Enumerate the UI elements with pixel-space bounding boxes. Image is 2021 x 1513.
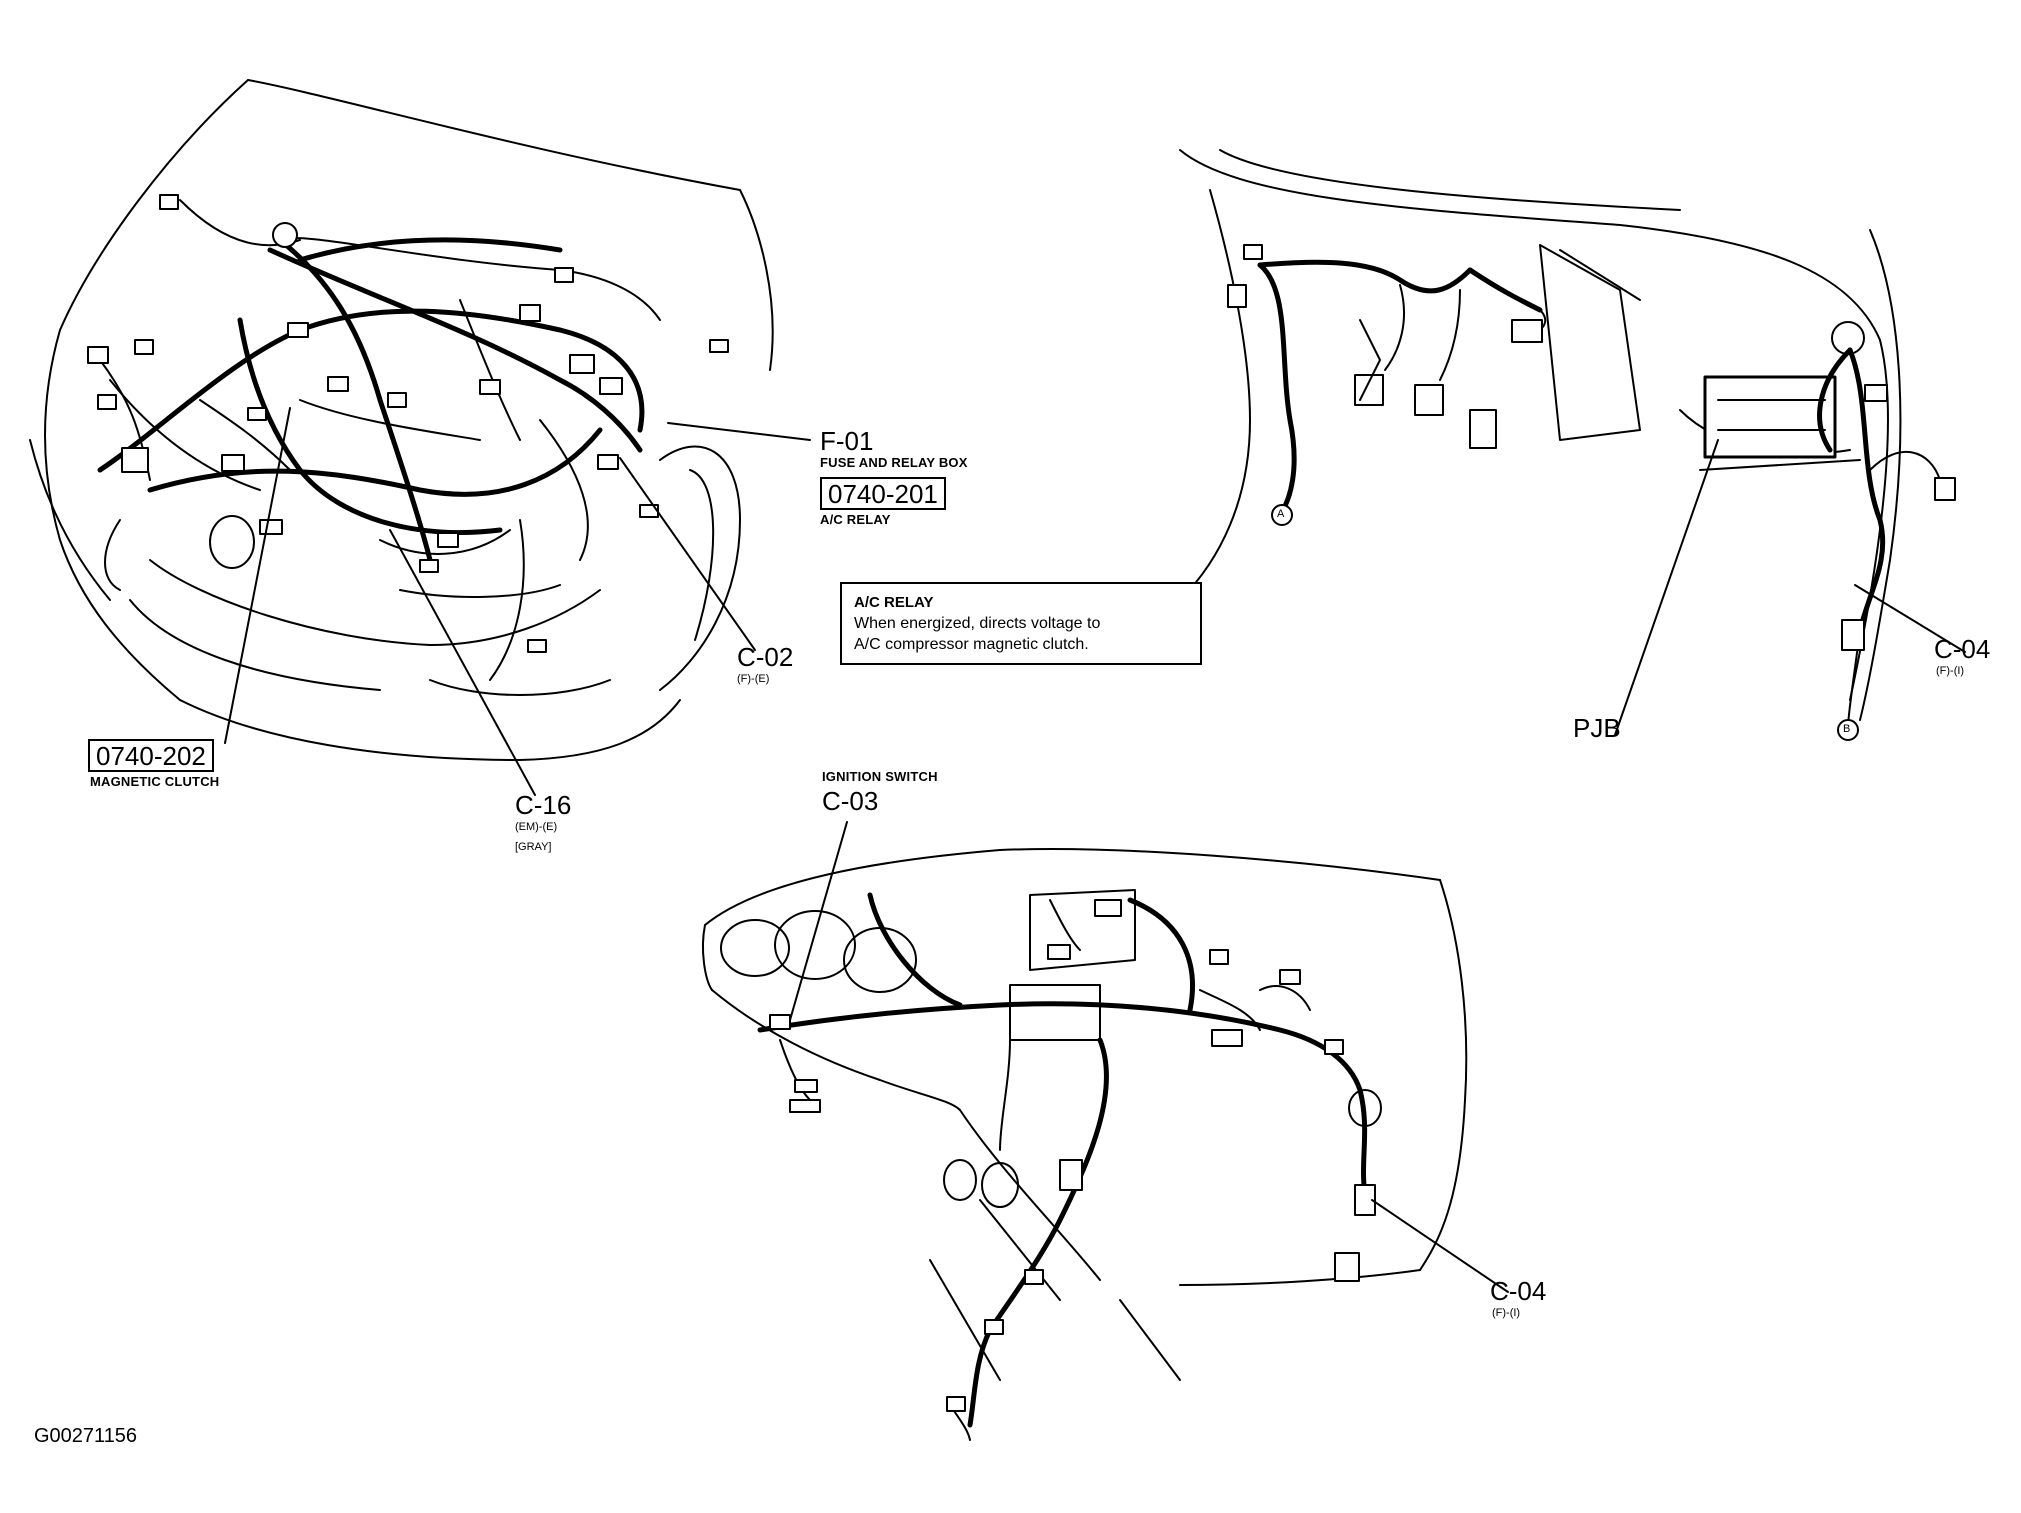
leader-c03 — [789, 821, 848, 1021]
c02-code: C-02 — [737, 642, 794, 672]
c04-bottom-sub: (F)-(I) — [1492, 1307, 1521, 1319]
c04-top-sub: (F)-(I) — [1936, 665, 1965, 677]
marker-a-circle — [1271, 504, 1293, 526]
magnetic-clutch-ref-name: MAGNETIC CLUTCH — [90, 774, 220, 789]
leader-c16 — [389, 529, 536, 796]
leader-c04-top — [1854, 584, 1966, 653]
info-box-line-2: A/C compressor magnetic clutch. — [854, 636, 1089, 653]
c04-top-code: C-04 — [1934, 634, 1991, 664]
c16-color: [GRAY] — [515, 841, 552, 853]
info-box-heading: A/C RELAY — [854, 594, 934, 611]
f01-name: FUSE AND RELAY BOX — [820, 455, 968, 470]
marker-b: B — [1843, 723, 1851, 735]
ac-relay-info-box: A/C RELAY When energized, directs voltag… — [840, 582, 1202, 665]
pjb-label: PJB — [1573, 713, 1621, 743]
c02-sub: (F)-(E) — [737, 673, 770, 685]
leader-f01 — [667, 422, 811, 441]
ac-relay-ref-name: A/C RELAY — [820, 512, 891, 527]
c16-sub: (EM)-(E) — [515, 821, 558, 833]
passenger-side-view — [1179, 149, 1966, 741]
leader-magnetic-clutch — [224, 407, 291, 744]
marker-b-circle — [1837, 719, 1859, 741]
dashboard-view — [702, 821, 1509, 1441]
engine-bay-view — [29, 79, 811, 796]
leader-pjb — [1614, 439, 1719, 736]
ac-relay-ref-code: 0740-201 — [820, 477, 946, 510]
c04-bottom-code: C-04 — [1490, 1276, 1547, 1306]
info-box-line-1: When energized, directs voltage to — [854, 615, 1101, 632]
leader-c02 — [619, 457, 756, 651]
ignition-switch-name: IGNITION SWITCH — [822, 769, 938, 784]
ignition-switch-code: C-03 — [822, 786, 879, 816]
f01-code: F-01 — [820, 426, 874, 456]
magnetic-clutch-ref-code: 0740-202 — [88, 739, 214, 772]
figure-id: G00271156 — [34, 1425, 138, 1447]
c16-code: C-16 — [515, 790, 572, 820]
marker-a: A — [1277, 508, 1285, 520]
leader-c04-bottom — [1371, 1199, 1509, 1293]
